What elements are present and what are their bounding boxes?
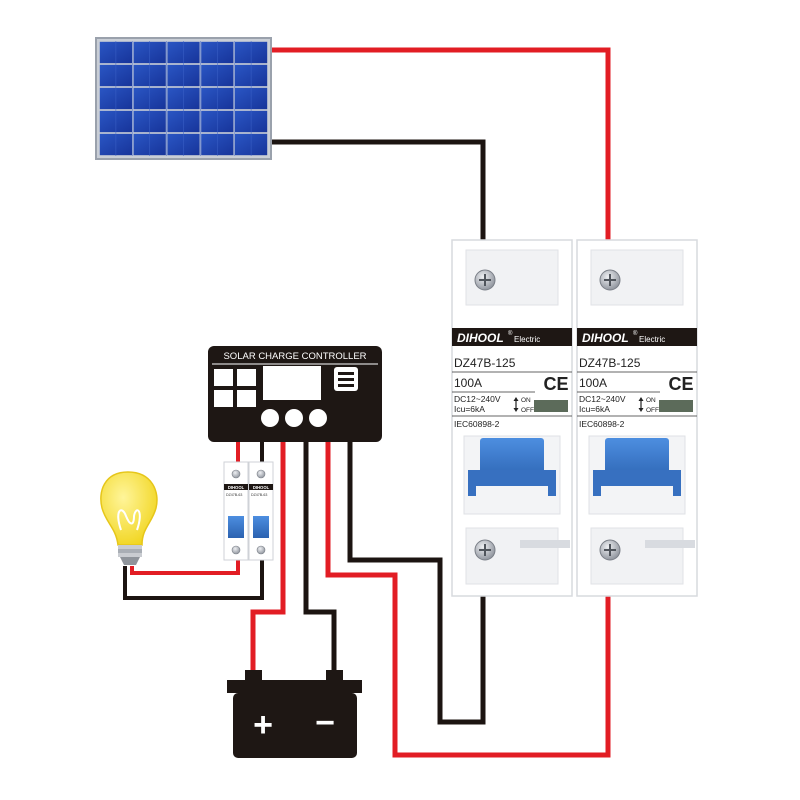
controller-key-1[interactable]: [214, 369, 233, 386]
breaker-brand-suffix: Electric: [514, 335, 540, 344]
battery: + −: [227, 670, 362, 758]
solar-panel: [95, 37, 272, 160]
screw-icon: [231, 469, 241, 479]
breaker-icu: Icu=6kA: [579, 404, 610, 414]
wire-controller-to-battery-negative: [303, 440, 337, 675]
battery-positive-terminal: +: [253, 706, 273, 744]
small-breaker-1: DIHOOL DZ47B-63: [223, 461, 249, 561]
small-breaker-model: DZ47B-63: [251, 493, 267, 497]
controller-key-2[interactable]: [237, 369, 256, 386]
breaker-standard: IEC60898-2: [454, 419, 500, 429]
small-breaker-handle[interactable]: [253, 516, 269, 538]
breaker-brand-suffix: Electric: [639, 335, 665, 344]
wire-controller-to-battery-positive: [250, 440, 286, 675]
controller-key-3[interactable]: [214, 390, 233, 407]
screw-icon: [256, 545, 266, 555]
on-off-arrow-icon: [638, 397, 644, 412]
breaker-brand-mark: ®: [633, 330, 638, 337]
wire-small-breaker-to-bulb-negative: [123, 558, 264, 600]
breaker-rating: 100A: [579, 376, 607, 390]
controller-button-1[interactable]: [261, 409, 279, 427]
breaker-off-label: OFF: [646, 407, 659, 414]
ce-mark: CE: [668, 374, 693, 394]
ce-mark: CE: [543, 374, 568, 394]
breaker-brand: DIHOOL: [582, 331, 629, 345]
on-off-arrow-icon: [513, 397, 519, 412]
screw-icon: [256, 469, 266, 479]
wires: [123, 47, 611, 758]
wire-panel-negative: [270, 139, 486, 240]
wire-breaker-to-controller-positive: [325, 440, 611, 758]
wire-small-breaker-to-bulb-positive: [130, 558, 240, 575]
breaker-model: DZ47B-125: [579, 356, 641, 370]
controller-button-2[interactable]: [285, 409, 303, 427]
charge-controller: SOLAR CHARGE CONTROLLER: [208, 346, 382, 442]
wire-breaker-to-controller-negative: [347, 440, 486, 725]
breaker-indicator-window: [659, 400, 693, 412]
breaker-voltage: DC12~240V: [579, 394, 626, 404]
breaker-indicator-window: [534, 400, 568, 412]
small-breaker-model: DZ47B-63: [226, 493, 242, 497]
breaker-on-label: ON: [646, 397, 656, 404]
light-bulb-icon: [100, 471, 158, 565]
breaker-on-label: ON: [521, 397, 531, 404]
small-breaker-brand: DIHOOL: [253, 485, 270, 490]
wire-panel-positive: [270, 47, 611, 240]
small-breaker-brand: DIHOOL: [228, 485, 245, 490]
controller-title: SOLAR CHARGE CONTROLLER: [223, 351, 366, 362]
breaker-model: DZ47B-125: [454, 356, 516, 370]
screw-icon: [231, 545, 241, 555]
breaker-off-label: OFF: [521, 407, 534, 414]
small-breaker-2: DIHOOL DZ47B-63: [248, 461, 274, 561]
breaker-standard: IEC60898-2: [579, 419, 625, 429]
controller-lcd: [263, 366, 321, 400]
breaker-brand: DIHOOL: [457, 331, 504, 345]
small-breaker-handle[interactable]: [228, 516, 244, 538]
breaker-voltage: DC12~240V: [454, 394, 501, 404]
breaker-brand-mark: ®: [508, 330, 513, 337]
battery-negative-terminal: −: [315, 704, 335, 742]
breaker-rating: 100A: [454, 376, 482, 390]
breaker-icu: Icu=6kA: [454, 404, 485, 414]
controller-key-4[interactable]: [237, 390, 256, 407]
controller-button-3[interactable]: [309, 409, 327, 427]
